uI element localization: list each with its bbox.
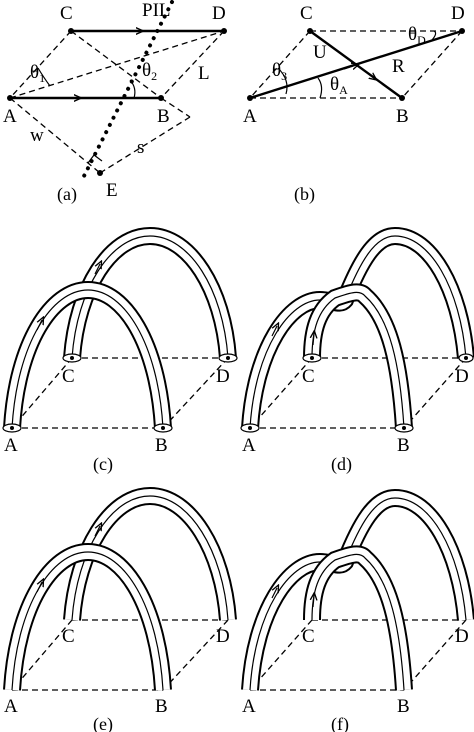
label-a-a: A: [3, 106, 17, 127]
label-theta3: θ3: [272, 60, 287, 83]
arrow-cb: [361, 68, 374, 78]
label-b-b: B: [396, 106, 409, 127]
label-a-e: E: [106, 180, 118, 201]
panel-d-baseline: [249, 357, 467, 429]
caption-a: (a): [57, 184, 77, 205]
label-b-c: C: [300, 3, 313, 24]
panel-c-baseline: [11, 357, 229, 429]
label-e-a: A: [4, 696, 18, 717]
arrow-ad: [343, 65, 356, 69]
label-c-c: C: [62, 366, 75, 387]
label-w: w: [30, 125, 44, 146]
panel-d: C D A B (d): [240, 226, 474, 475]
label-a-b: B: [157, 106, 170, 127]
panel-c: C D A B (c): [2, 226, 238, 475]
label-b-d: D: [451, 3, 465, 24]
label-b-a: A: [243, 106, 257, 127]
caption-e: (e): [93, 714, 113, 732]
theta2-arc: [129, 79, 136, 99]
point-a-c: [68, 28, 74, 34]
label-theta-a: θA: [330, 74, 348, 97]
panel-a: C D A B E PIL L w s θ1 θ2 (a): [3, 0, 227, 205]
label-r: R: [392, 56, 405, 77]
label-a-c: C: [60, 3, 73, 24]
caption-b: (b): [294, 184, 315, 205]
caption-d: (d): [331, 454, 352, 475]
point-a-d: [221, 28, 227, 34]
label-e-b: B: [155, 696, 168, 717]
theta-a-arc: [317, 77, 323, 99]
label-theta1: θ1: [30, 62, 45, 85]
label-c-a: A: [4, 435, 18, 456]
panel-a-dashed-lines: [9, 30, 225, 174]
label-e-c: C: [62, 626, 75, 647]
label-e-d: D: [216, 626, 230, 647]
point-b-c: [307, 28, 313, 34]
label-u: U: [313, 42, 327, 63]
panel-e: C D A B (e): [3, 486, 237, 732]
label-d-d: D: [455, 366, 469, 387]
panel-b: C D A B U R θ3 θA θD (b): [243, 3, 465, 205]
label-a-d: D: [212, 3, 226, 24]
theta1-arc: [37, 67, 51, 87]
point-a-a: [7, 95, 13, 101]
loop-cd: [63, 226, 237, 359]
point-b-a: [247, 95, 253, 101]
loop-cb-f: [303, 545, 413, 691]
label-f-c: C: [302, 626, 315, 647]
loop-ab-e: [3, 542, 172, 691]
loop-ad-f: [241, 488, 474, 691]
pil-line: [80, 0, 174, 182]
label-d-c: C: [302, 366, 315, 387]
label-d-b: B: [397, 435, 410, 456]
label-f-d: D: [455, 626, 469, 647]
label-l: L: [198, 63, 210, 84]
panel-f-baseline: [249, 619, 467, 691]
point-b-d: [459, 28, 465, 34]
label-c-d: D: [216, 366, 230, 387]
theta-d-arc: [431, 30, 437, 41]
label-f-a: A: [242, 696, 256, 717]
loop-ad: [241, 226, 474, 429]
caption-f: (f): [331, 714, 349, 732]
label-f-b: B: [397, 696, 410, 717]
label-theta2: θ2: [142, 60, 157, 83]
loop-cb: [303, 283, 413, 429]
panel-b-dashed-lines: [249, 30, 463, 99]
label-c-b: B: [155, 435, 168, 456]
loop-ab: [3, 280, 172, 429]
point-b-b: [399, 95, 405, 101]
panel-f: C D A B (f): [241, 488, 474, 732]
label-pil: PIL: [142, 0, 171, 21]
point-a-e: [97, 170, 103, 176]
label-s: s: [137, 137, 144, 158]
point-a-b: [158, 95, 164, 101]
right-angle-marker: [87, 154, 103, 164]
theta3-arc: [277, 67, 288, 95]
panel-e-baseline: [11, 619, 229, 691]
label-theta-d: θD: [408, 24, 426, 47]
caption-c: (c): [93, 454, 113, 475]
label-d-a: A: [242, 435, 256, 456]
